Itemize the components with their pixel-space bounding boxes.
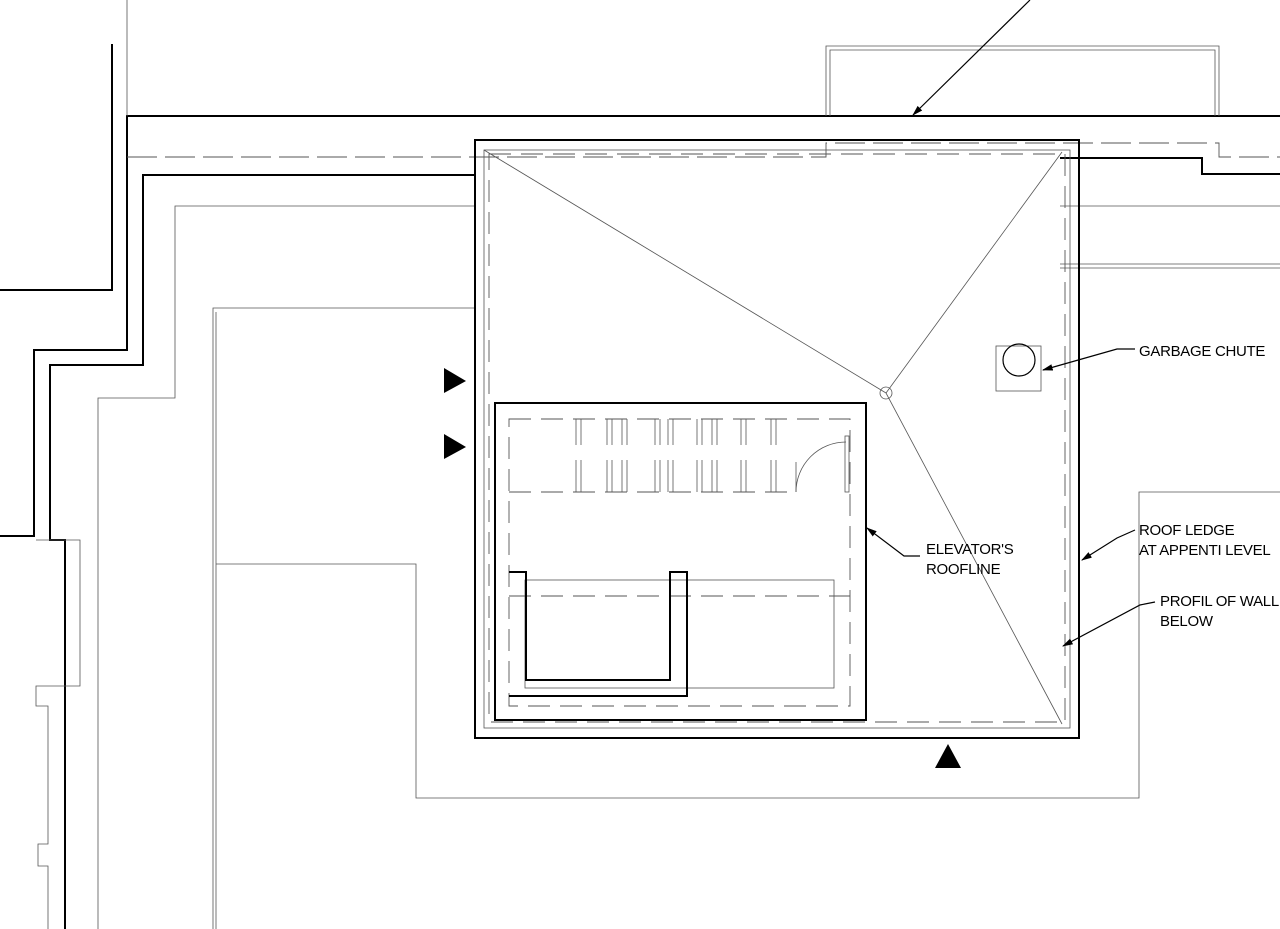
section-marker-2 <box>444 434 466 459</box>
profil-wall-label-2: BELOW <box>1160 613 1214 630</box>
garbage-chute-label: GARBAGE CHUTE <box>1139 343 1265 360</box>
elevator-roofline-label-1: ELEVATOR'S <box>926 541 1014 558</box>
left-wall-profile <box>35 539 81 929</box>
garbage-chute <box>995 343 1042 392</box>
leader-lines <box>866 0 1156 647</box>
stair-treads <box>575 419 777 492</box>
elevator-roofline-label-2: ROOFLINE <box>926 561 1001 578</box>
profil-wall-label-1: PROFIL OF WALL <box>1160 593 1279 610</box>
setback-lines <box>97 205 1280 929</box>
section-marker-1 <box>444 368 466 393</box>
roof-ledge-label-1: ROOF LEDGE <box>1139 522 1235 539</box>
main-roof <box>474 139 1080 739</box>
elevator-roof <box>494 402 867 721</box>
door-swing <box>795 435 850 493</box>
u-shaped-shaft <box>509 571 688 697</box>
top-penthouse-outline <box>127 45 1280 175</box>
section-marker-arrows <box>444 368 961 768</box>
roof-ledge-label-2: AT APPENTI LEVEL <box>1139 542 1270 559</box>
section-marker-3 <box>935 744 961 768</box>
